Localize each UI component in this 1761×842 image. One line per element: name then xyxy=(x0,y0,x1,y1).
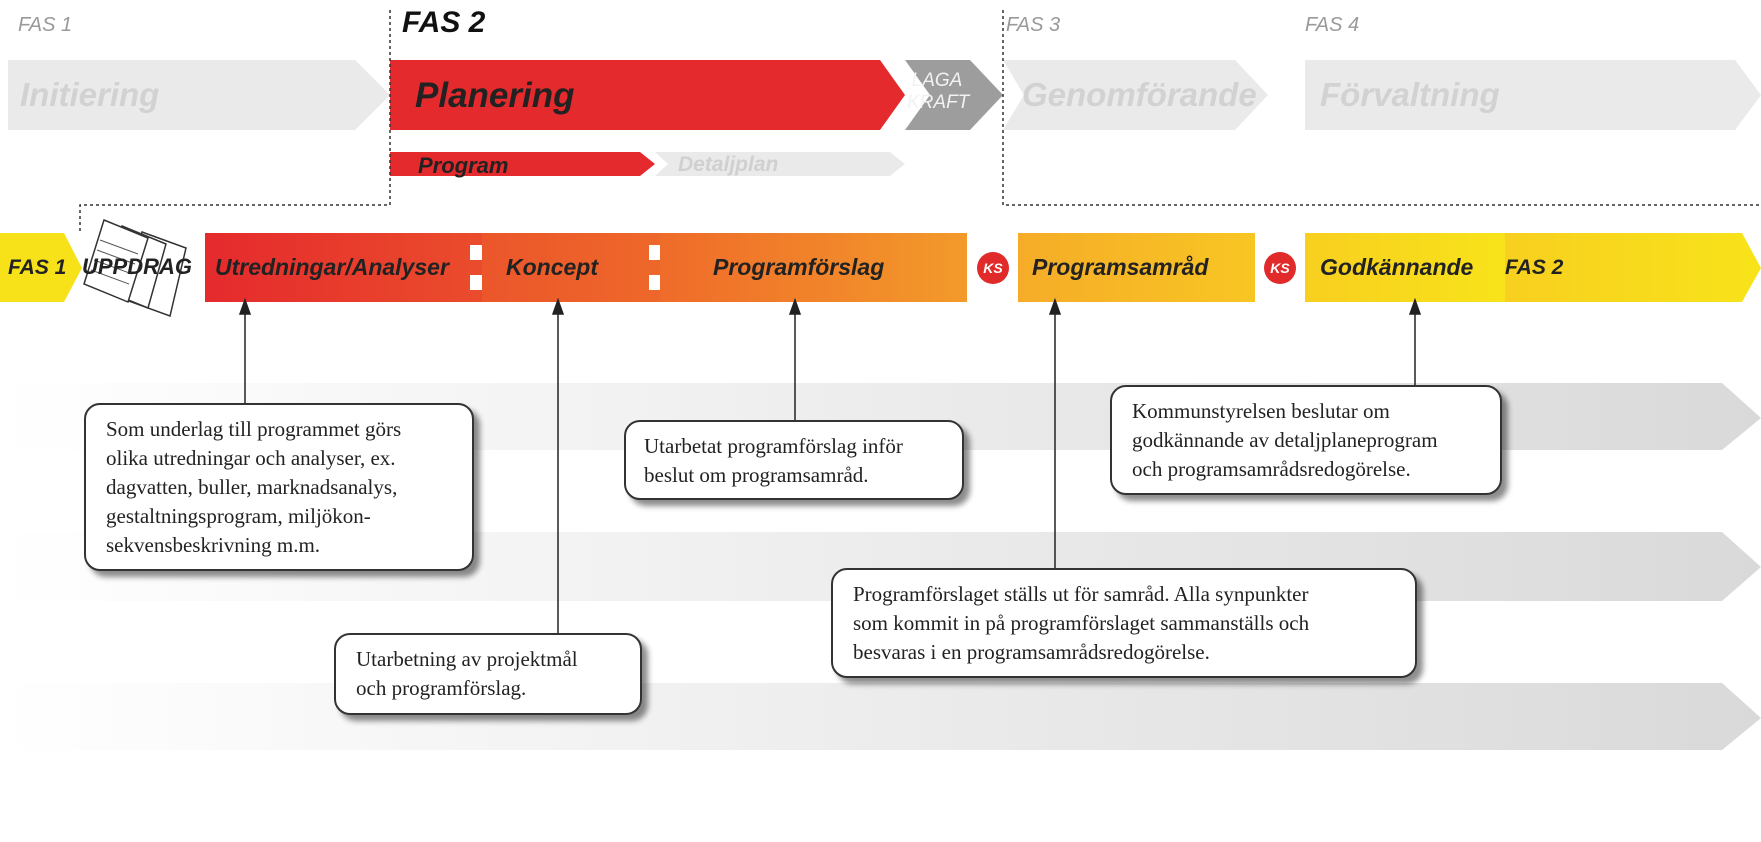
genomforande-label: Genomförande xyxy=(1022,76,1257,113)
initiering-label: Initiering xyxy=(20,76,160,113)
programsamrad-arrowhead xyxy=(1048,297,1062,315)
note-programforslag: Utarbetat programförslag inför beslut om… xyxy=(624,420,964,500)
fas2-end-arrow xyxy=(1498,233,1761,302)
fas4-label: FAS 4 xyxy=(1305,14,1360,36)
utredningar-notch-top xyxy=(470,233,482,245)
documents-icon xyxy=(83,218,187,317)
background-band-3 xyxy=(0,683,1761,750)
laga-kraft-label: LAGA KRAFT xyxy=(907,70,970,114)
ks-badge-2: KS xyxy=(1264,252,1296,284)
note-utredningar-text: Som underlag till programmet görs olika … xyxy=(106,417,402,557)
koncept-notch-top xyxy=(649,233,660,245)
step-programforslag: Programförslag xyxy=(713,254,885,280)
fas3-label: FAS 3 xyxy=(1006,14,1061,36)
step-utredningar: Utredningar/Analyser xyxy=(215,254,449,280)
uppdrag-label: UPPDRAG xyxy=(82,254,193,279)
utredningar-notch-bottom xyxy=(470,290,482,302)
laga-kraft-chevron xyxy=(905,60,1003,130)
program-label: Program xyxy=(418,153,509,178)
forvaltning-label: Förvaltning xyxy=(1320,76,1500,113)
initiering-chevron xyxy=(8,60,390,130)
fas1-label: FAS 1 xyxy=(18,14,73,36)
note-programsamrad-text: Programförslaget ställs ut för samråd. A… xyxy=(853,582,1310,664)
note-programforslag-text: Utarbetat programförslag inför beslut om… xyxy=(644,434,903,487)
laga-kraft-line1: LAGA xyxy=(911,70,963,91)
process-start-label: FAS 1 xyxy=(8,256,67,279)
utredningar-notch-mid xyxy=(470,260,482,275)
programsamrad-bar xyxy=(1018,233,1255,302)
koncept-bar xyxy=(482,233,649,302)
utredningar-bar xyxy=(205,233,470,302)
godkannande-arrowhead xyxy=(1408,297,1422,315)
detaljplan-chevron xyxy=(655,152,905,176)
step-koncept: Koncept xyxy=(506,254,598,280)
programforslag-arrowhead xyxy=(788,297,802,315)
process-end-label: FAS 2 xyxy=(1505,256,1564,279)
note-koncept: Utarbetning av projektmål och programför… xyxy=(334,633,642,715)
step-programsamrad: Programsamråd xyxy=(1032,254,1209,280)
note-koncept-text: Utarbetning av projektmål och programför… xyxy=(356,647,578,700)
note-godkannande-text: Kommunstyrelsen beslutar om godkännande … xyxy=(1132,399,1438,481)
note-utredningar: Som underlag till programmet görs olika … xyxy=(84,403,474,571)
dashed-divider-left xyxy=(79,10,391,232)
programforslag-bar xyxy=(660,233,967,302)
dashed-divider-right xyxy=(1002,10,1761,206)
utredningar-arrowhead xyxy=(238,297,252,315)
note-programsamrad: Programförslaget ställs ut för samråd. A… xyxy=(831,568,1417,678)
godkannande-bar xyxy=(1305,233,1505,302)
note-godkannande: Kommunstyrelsen beslutar om godkännande … xyxy=(1110,385,1502,495)
planering-label: Planering xyxy=(415,76,575,115)
planering-chevron xyxy=(390,60,905,130)
laga-kraft-line2: KRAFT xyxy=(907,92,970,113)
koncept-arrowhead xyxy=(551,297,565,315)
step-godkannande: Godkännande xyxy=(1320,254,1474,280)
forvaltning-chevron xyxy=(1305,60,1761,130)
program-chevron xyxy=(390,152,655,176)
ks-badge-1: KS xyxy=(977,252,1009,284)
detaljplan-label: Detaljplan xyxy=(678,153,779,176)
koncept-notch-mid xyxy=(649,260,660,275)
fas1-start-arrow xyxy=(0,233,82,302)
fas2-label: FAS 2 xyxy=(402,6,486,39)
koncept-notch-bottom xyxy=(649,290,660,302)
genomforande-chevron xyxy=(1003,60,1268,130)
